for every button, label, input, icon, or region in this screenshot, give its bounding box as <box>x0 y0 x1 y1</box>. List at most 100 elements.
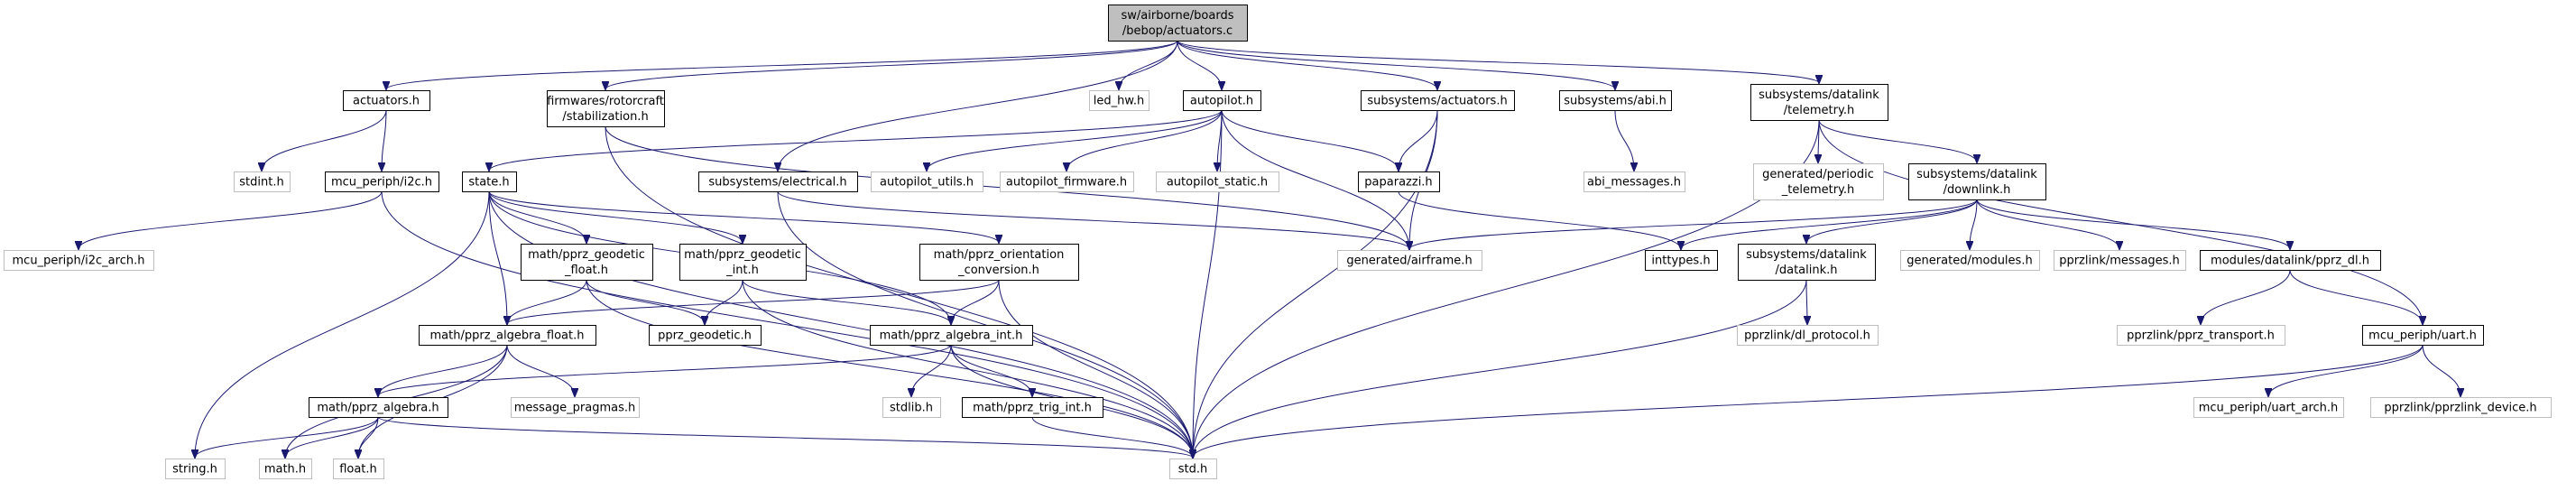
node-label: /downlink.h <box>1944 183 2011 197</box>
node-box <box>1358 171 1440 192</box>
edge-pprz_dl-to-mcu_uart <box>2289 269 2423 324</box>
edge-geodetic_int-to-std_h <box>742 279 1193 458</box>
node-box <box>1559 90 1672 111</box>
node-box <box>1169 459 1217 479</box>
node-label: generated/modules.h <box>1907 255 2032 268</box>
node-uart-arch: mcu_periph/uart_arch.h <box>2193 397 2344 418</box>
node-algebra-int[interactable]: math/pprz_algebra_int.h <box>870 325 1033 346</box>
node-box <box>1753 163 1884 200</box>
node-box <box>2193 397 2344 418</box>
node-orientation-conv[interactable]: math/pprz_orientation_conversion.h <box>919 244 1079 281</box>
node-datalink-downlink[interactable]: subsystems/datalink/downlink.h <box>1908 163 2046 200</box>
node-trig-int[interactable]: math/pprz_trig_int.h <box>962 397 1103 418</box>
node-dl-protocol: pprzlink/dl_protocol.h <box>1737 325 1879 346</box>
node-state-h[interactable]: state.h <box>462 171 517 192</box>
node-box <box>1108 5 1248 42</box>
node-label: math/pprz_geodetic <box>528 248 645 262</box>
node-box <box>1645 250 1718 271</box>
edge-autopilot_h-to-autopilot_utils <box>927 109 1223 171</box>
node-rotorcraft-stab[interactable]: firmwares/rotorcraft/stabilization.h <box>547 90 665 127</box>
node-mcu-uart[interactable]: mcu_periph/uart.h <box>2362 325 2484 346</box>
node-box <box>1738 244 1876 281</box>
node-pprz-geodetic[interactable]: pprz_geodetic.h <box>649 325 762 346</box>
node-label: led_hw.h <box>1094 95 1144 108</box>
edges-layer <box>78 40 2461 458</box>
node-label: generated/periodic <box>1762 168 1874 181</box>
edge-pprz_algebra-to-math_h <box>285 416 379 458</box>
node-inttypes[interactable]: inttypes.h <box>1645 250 1718 271</box>
node-box <box>333 459 384 479</box>
node-i2c-arch: mcu_periph/i2c_arch.h <box>4 250 154 271</box>
node-label: mcu_periph/uart.h <box>2368 329 2477 343</box>
edge-mcu_i2c-to-i2c_arch <box>78 190 383 249</box>
node-label: pprzlink/messages.h <box>2059 255 2180 268</box>
edge-pprz_algebra-to-float_h <box>358 416 379 458</box>
node-abi-messages: abi_messages.h <box>1583 171 1685 192</box>
node-subsys-actuators[interactable]: subsystems/actuators.h <box>1361 90 1515 111</box>
node-label: pprz_geodetic.h <box>658 329 752 343</box>
node-box <box>1089 90 1150 111</box>
node-geodetic-float[interactable]: math/pprz_geodetic _float.h <box>521 244 653 281</box>
edge-pprz_dl-to-pprz_transport <box>2201 269 2291 324</box>
node-label: subsystems/datalink <box>1746 248 1867 262</box>
edge-autopilot_h-to-gen_airframe <box>1221 109 1409 249</box>
node-datalink-telemetry[interactable]: subsystems/datalink/telemetry.h <box>1750 84 1888 121</box>
edge-geodetic_int-to-pprz_geodetic <box>705 279 743 324</box>
edge-paparazzi_h-to-inttypes <box>1398 190 1681 249</box>
edge-subsys_abi-to-abi_messages <box>1614 109 1634 171</box>
node-autopilot-h[interactable]: autopilot.h <box>1183 90 1261 111</box>
node-box <box>325 171 439 192</box>
node-root[interactable]: sw/airborne/boards/bebop/actuators.c <box>1108 5 1248 42</box>
node-label: abi_messages.h <box>1587 176 1681 190</box>
node-pprzlink-messages: pprzlink/messages.h <box>2054 250 2186 271</box>
node-pprzlink-device: pprzlink/pprzlink_device.h <box>2370 397 2552 418</box>
node-subsys-electrical[interactable]: subsystems/electrical.h <box>698 171 858 192</box>
edge-autopilot_h-to-autopilot_firmware <box>1066 109 1223 171</box>
node-subsys-abi[interactable]: subsystems/abi.h <box>1559 90 1672 111</box>
edge-root-to-rotorcraft_stab <box>605 40 1178 89</box>
node-box <box>547 90 665 127</box>
node-label: /datalink.h <box>1775 264 1837 277</box>
node-box <box>165 459 226 479</box>
node-box <box>698 171 858 192</box>
node-box <box>1583 171 1685 192</box>
node-box <box>234 171 291 192</box>
node-label: /bebop/actuators.c <box>1122 24 1233 38</box>
node-box <box>962 397 1103 418</box>
node-label: float.h <box>339 463 377 477</box>
node-label: math/pprz_algebra.h <box>317 402 439 415</box>
node-label: subsystems/electrical.h <box>708 176 846 190</box>
node-box <box>1156 171 1279 192</box>
node-label: _int.h <box>725 264 759 277</box>
node-actuators-h[interactable]: actuators.h <box>343 90 430 111</box>
node-label: _float.h <box>564 264 608 277</box>
edge-actuators_h-to-mcu_i2c <box>382 109 387 171</box>
node-label: subsystems/datalink <box>1759 88 1879 102</box>
node-label: math/pprz_algebra_float.h <box>430 329 585 343</box>
node-pprz-algebra[interactable]: math/pprz_algebra.h <box>309 397 448 418</box>
node-led-hw: led_hw.h <box>1089 90 1150 111</box>
node-label: pprzlink/pprz_transport.h <box>2127 329 2275 343</box>
node-box <box>1337 250 1482 271</box>
node-box <box>2200 250 2381 271</box>
node-label: mcu_periph/uart_arch.h <box>2199 402 2339 415</box>
edge-state_h-to-string_h <box>195 190 490 458</box>
node-algebra-float[interactable]: math/pprz_algebra_float.h <box>419 325 596 346</box>
node-label: math/pprz_trig_int.h <box>973 402 1092 415</box>
node-box <box>259 459 312 479</box>
node-box <box>882 397 941 418</box>
node-datalink-datalink[interactable]: subsystems/datalink/datalink.h <box>1738 244 1876 281</box>
edge-algebra_int-to-stdlib <box>911 344 952 396</box>
nodes-layer: sw/airborne/boards/bebop/actuators.c actu… <box>4 5 2552 479</box>
node-paparazzi-h[interactable]: paparazzi.h <box>1358 171 1440 192</box>
node-pprz-dl[interactable]: modules/datalink/pprz_dl.h <box>2200 250 2381 271</box>
node-geodetic-int[interactable]: math/pprz_geodetic_int.h <box>679 244 807 281</box>
edge-datalink_downlink-to-gen_modules <box>1970 199 1978 249</box>
node-label: math/pprz_algebra_int.h <box>880 329 1023 343</box>
edge-orientation_conv-to-algebra_int <box>951 279 1000 324</box>
node-label: math/pprz_orientation <box>934 248 1065 262</box>
node-mcu-i2c[interactable]: mcu_periph/i2c.h <box>325 171 439 192</box>
edge-datalink_datalink-to-dl_protocol <box>1806 279 1807 324</box>
node-autopilot-firmware: autopilot_firmware.h <box>1000 171 1134 192</box>
edge-state_h-to-orientation_conv <box>488 190 999 243</box>
